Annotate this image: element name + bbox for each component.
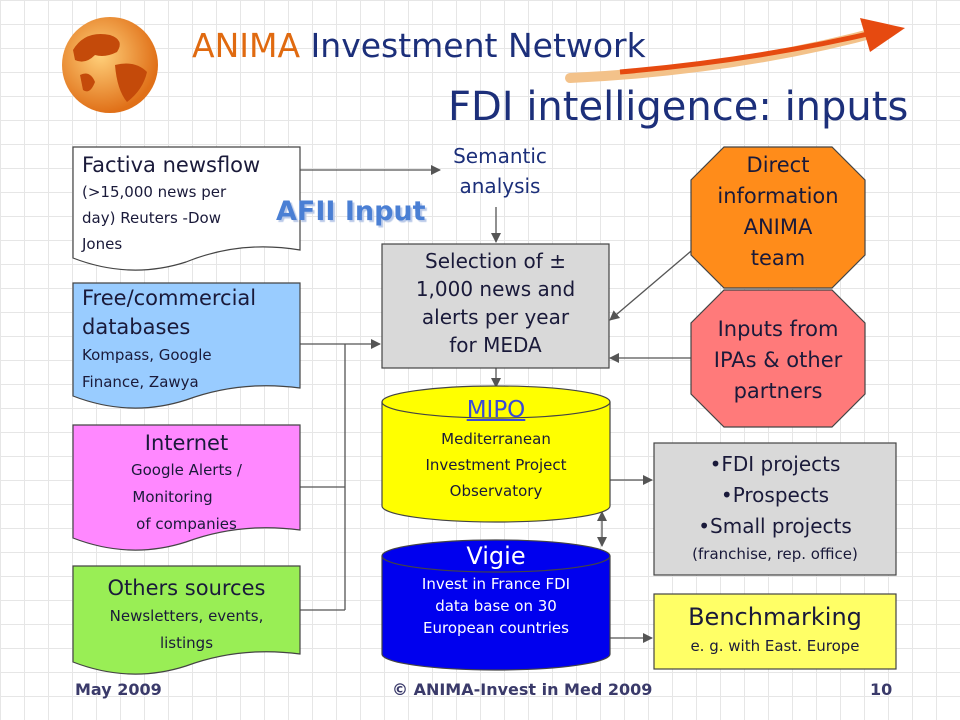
databases-box [72,282,301,409]
mipo-cylinder [381,402,611,523]
vigie-cylinder [381,556,611,671]
logo-text: ANIMA Investment Network [192,26,646,65]
others-box [72,565,301,675]
internet-box [72,424,301,551]
direct-octagon [690,146,866,289]
arrow-direct-selection [609,245,698,321]
outputs-text: FDI projects Prospects Small projects (f… [654,449,896,566]
benchmark-text: Benchmarking e. g. with East. Europe [688,603,862,655]
logo-anima: ANIMA [192,26,301,65]
globe-logo-icon [62,17,158,113]
footer-copyright: © ANIMA-Invest in Med 2009 [392,680,653,699]
outputs-list: FDI projects Prospects Small projects [654,449,896,542]
mipo-text: MIPO Mediterranean Investment Project Ob… [382,394,610,504]
output-item: FDI projects [654,449,896,480]
factiva-box [72,146,301,271]
afii-input-label: AFII Input [276,196,426,227]
others-text: Others sources Newsletters, events, list… [107,576,266,652]
vigie-text: Vigie Invest in France FDI data base on … [421,542,571,637]
swoosh-arrow-icon [565,18,905,83]
selection-box [381,243,610,369]
mipo-title-link[interactable]: MIPO [466,397,526,423]
outputs-note: (franchise, rep. office) [692,545,858,563]
ipas-octagon [690,289,866,428]
output-item: Prospects [654,480,896,511]
benchmark-box [653,593,897,670]
footer-page-number: 10 [870,680,893,699]
footer-date: May 2009 [75,680,162,699]
selection-text: Selection of ± 1,000 news and alerts per… [415,249,576,357]
direct-text: Direct information ANIMA team [717,153,839,270]
databases-text: Free/commercial databases Kompass, Googl… [82,286,257,391]
semantic-analysis: Semantic analysis [453,144,547,198]
internet-text: Internet Google Alerts / Monitoring of c… [130,431,242,533]
page-title: FDI intelligence: inputs [448,84,909,130]
ipas-text: Inputs from IPAs & other partners [713,317,843,403]
logo-network: Investment Network [310,26,646,65]
output-item: Small projects [654,511,896,542]
factiva-text: Factiva newsflow (>15,000 news per day) … [82,153,261,253]
